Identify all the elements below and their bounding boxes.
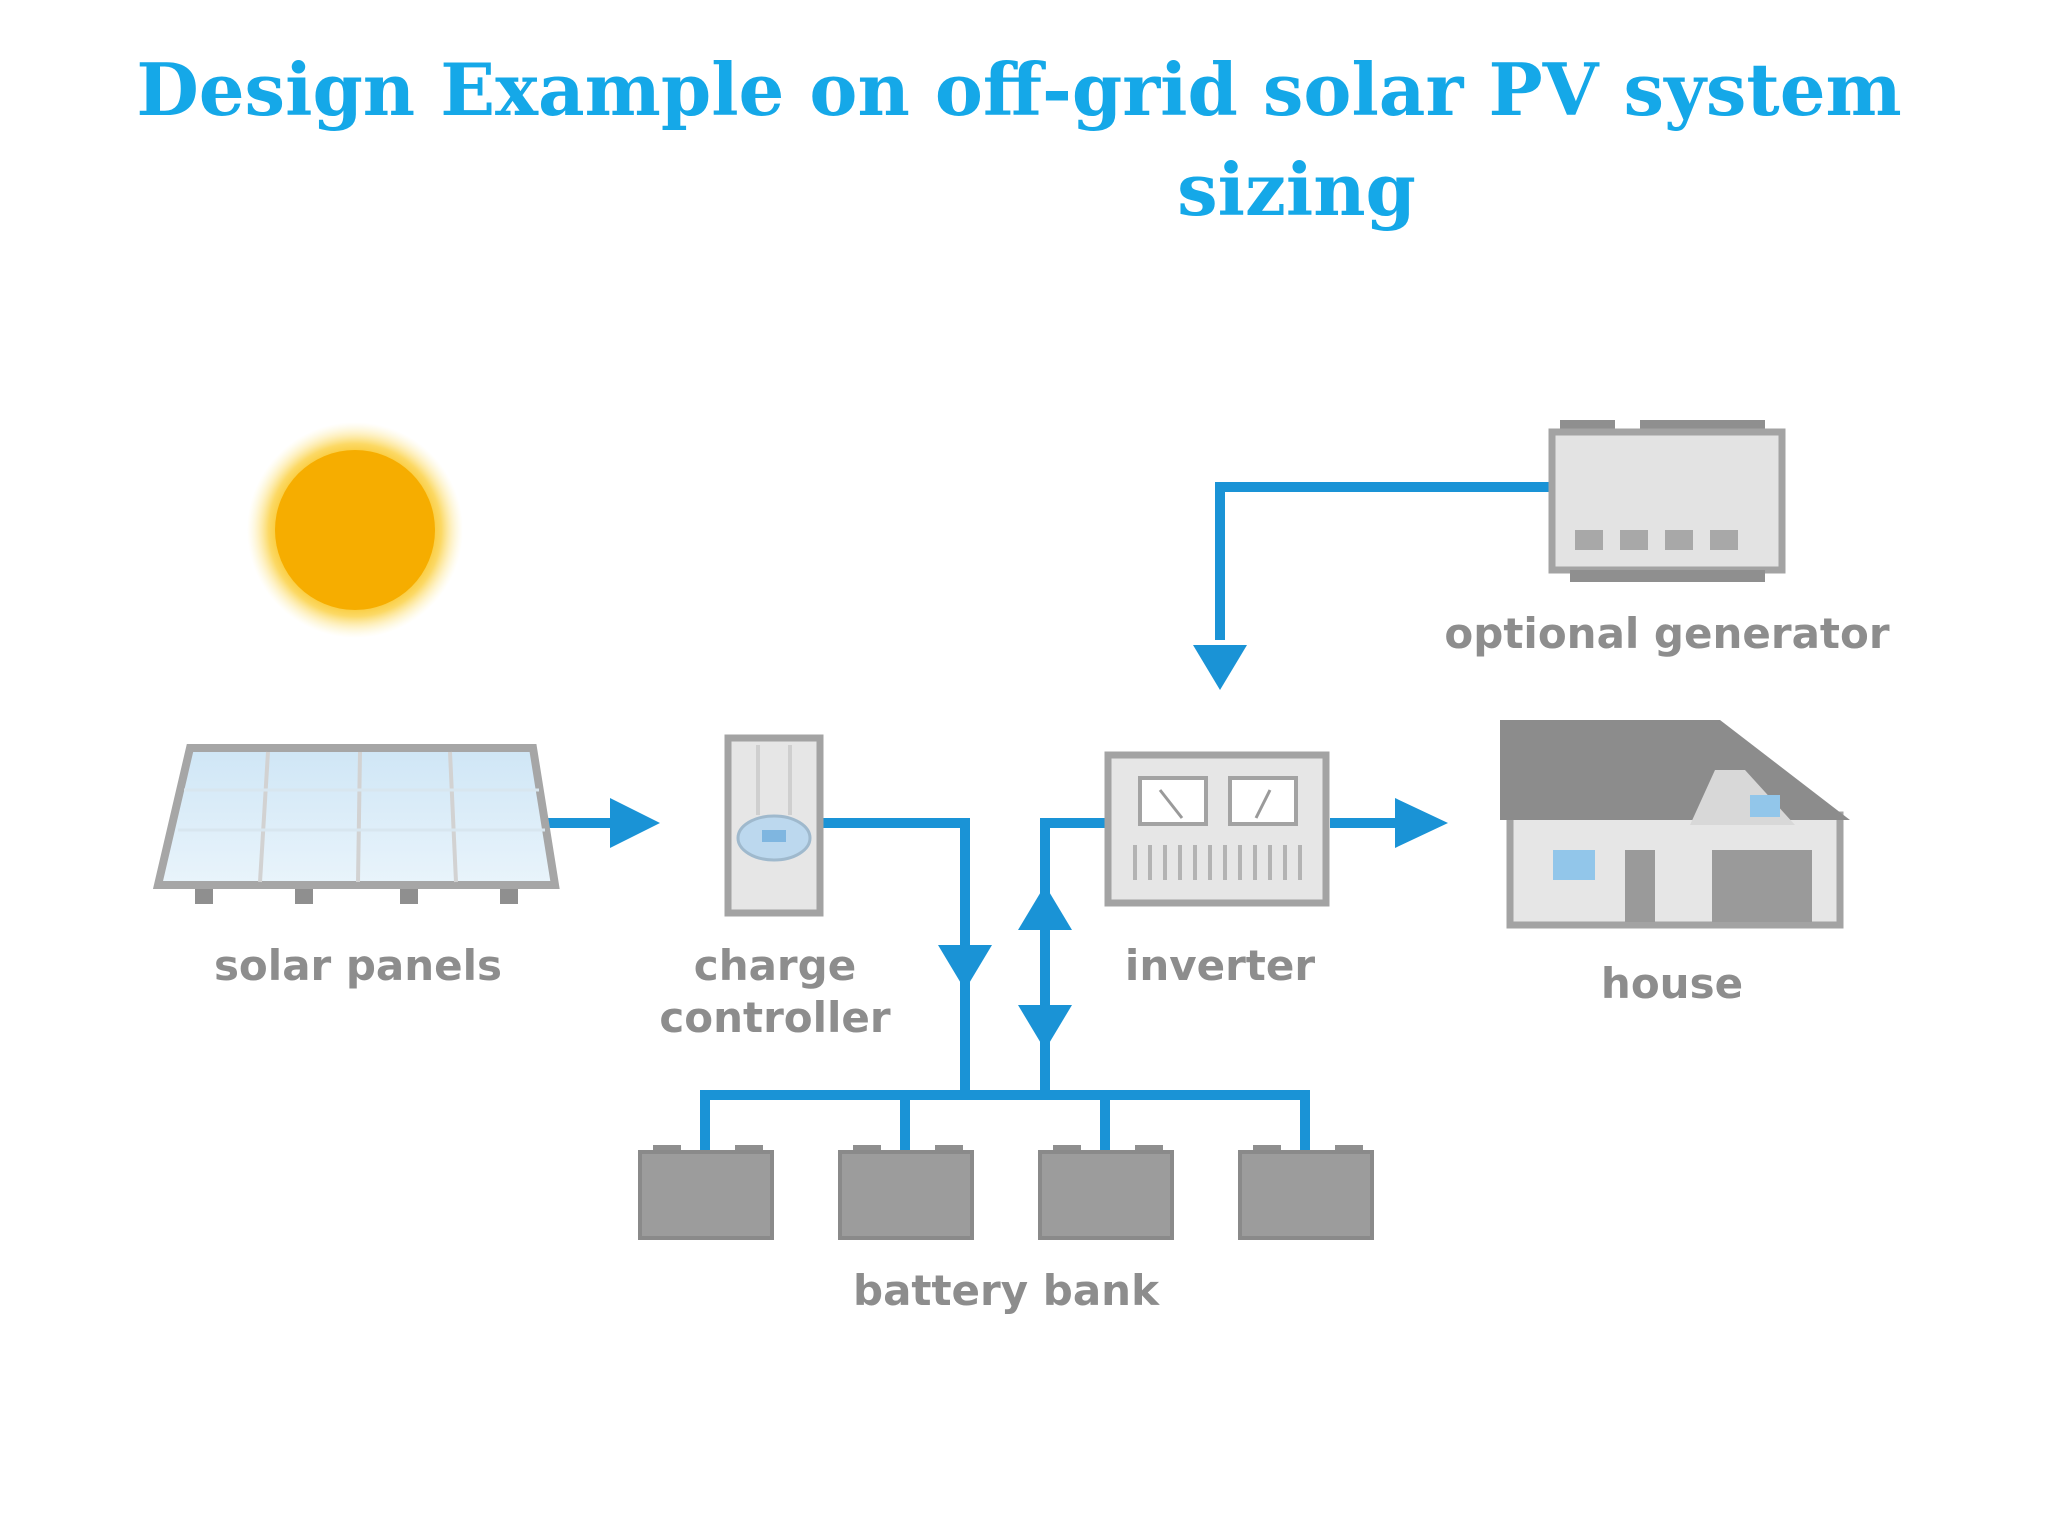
label-battery-bank: battery bank: [853, 1266, 1160, 1315]
label-charge-controller-line1: charge: [694, 941, 856, 990]
arrow-inverter-to-house: [1395, 798, 1448, 848]
charge-controller-icon: [724, 734, 824, 917]
label-solar-panels: solar panels: [214, 941, 502, 990]
title-line-2: sizing: [1177, 147, 1416, 232]
arrow-panels-to-controller: [610, 798, 660, 848]
sun-icon: [247, 422, 463, 638]
label-inverter: inverter: [1125, 941, 1315, 990]
house-icon: [1500, 720, 1850, 929]
battery-icon: [1238, 1145, 1374, 1240]
wiring: [545, 482, 1550, 1150]
battery-icon: [1038, 1145, 1174, 1240]
arrow-battery-down: [1018, 1005, 1072, 1050]
solar-panel-icon: [152, 744, 560, 904]
flow-arrows: [610, 645, 1448, 1050]
battery-icon: [838, 1145, 974, 1240]
page-title: Design Example on off-grid solar PV syst…: [0, 40, 2048, 240]
label-house: house: [1601, 959, 1743, 1008]
label-optional-generator: optional generator: [1444, 609, 1889, 658]
arrow-battery-up: [1018, 885, 1072, 930]
inverter-icon: [1104, 751, 1330, 907]
label-charge-controller-line2: controller: [659, 993, 891, 1042]
generator-icon: [1548, 420, 1786, 582]
arrow-generator-to-inverter: [1193, 645, 1247, 690]
battery-icon: [638, 1145, 774, 1240]
title-line-1: Design Example on off-grid solar PV syst…: [136, 47, 1902, 132]
arrow-to-battery: [938, 945, 992, 990]
battery-bank: [638, 1145, 1374, 1240]
